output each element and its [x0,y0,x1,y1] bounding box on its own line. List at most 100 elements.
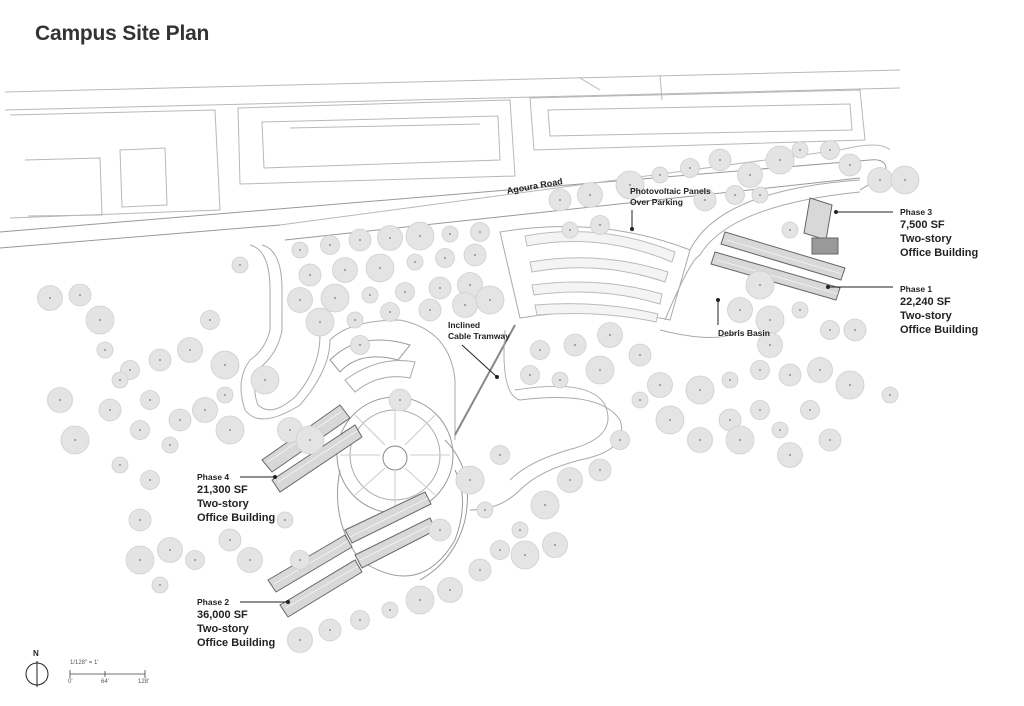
tree-trunk [389,311,391,313]
street-block [4,69,901,111]
tree-trunk [589,194,591,196]
phase-2-building [279,559,363,618]
tree-trunk [344,269,346,271]
tree-trunk [539,349,541,351]
phase-2-type: Two-story [197,623,249,635]
tree-trunk [229,429,231,431]
street-block [9,109,221,219]
east-drive [659,254,741,338]
tramway-line-1: Inclined [448,320,481,330]
street-block [289,123,481,129]
tree-trunk [119,379,121,381]
tree-trunk [299,559,301,561]
tree-trunk [319,321,321,323]
phase-2-use: Office Building [197,637,276,649]
tree-trunk [704,199,706,201]
tree-trunk [74,439,76,441]
phase-3-title: Phase 3 [900,207,933,217]
tree-trunk [734,194,736,196]
tree-trunk [759,194,761,196]
tree-trunk [524,554,526,556]
scale-tick-64: 64' [101,679,109,685]
tree-trunk [404,291,406,293]
tree-trunk [849,164,851,166]
tree-trunk [129,369,131,371]
tree-trunk [359,239,361,241]
tree-trunk [249,559,251,561]
tree-trunk [239,264,241,266]
tree-trunk [554,544,556,546]
tree-trunk [209,319,211,321]
tree-trunk [849,384,851,386]
tree-trunk [499,454,501,456]
tramway-line-2: Cable Tramway [448,331,510,341]
page-title: Campus Site Plan [35,22,210,45]
agoura-road-edge [279,144,891,226]
tree-trunk [224,394,226,396]
phase-4-type: Two-story [197,498,249,510]
tree-trunk [169,549,171,551]
parking-row [529,257,669,283]
tree-trunk [329,244,331,246]
tree-trunk [449,233,451,235]
tree-trunk [669,419,671,421]
tree-trunk [479,231,481,233]
tree-trunk [149,399,151,401]
scale-ratio: 1/128" = 1' [70,660,99,666]
tree-trunk [264,379,266,381]
leader-tramway [461,344,498,378]
photovoltaic-line-1: Photovoltaic Panels [630,186,711,196]
phase-3-use: Office Building [900,247,979,259]
phase-3-annex [811,237,839,255]
tree-trunk [479,569,481,571]
tree-trunk [439,529,441,531]
tree-trunk [719,159,721,161]
tree-trunk [179,419,181,421]
walking-path [509,385,609,481]
tree-trunk [309,274,311,276]
phase-2-label: Phase 2 36,000 SF Two-story Office Build… [197,597,275,650]
street-block [547,103,853,137]
tree-trunk [739,309,741,311]
tree-trunk [139,429,141,431]
tree-trunk [149,479,151,481]
tree-canopy [37,140,920,653]
tree-trunk [169,444,171,446]
tree-trunk [369,294,371,296]
tree-trunk [224,364,226,366]
tree-trunk [389,237,391,239]
tree-trunk [289,429,291,431]
tree-trunk [809,409,811,411]
tree-trunk [334,297,336,299]
tree-trunk [779,159,781,161]
phase-1-title: Phase 1 [900,284,933,294]
tree-trunk [819,369,821,371]
tree-trunk [309,439,311,441]
tree-trunk [759,409,761,411]
phase-1-type: Two-story [900,310,952,322]
phase-4-use: Office Building [197,512,276,524]
phase-4-title: Phase 4 [197,472,230,482]
tree-trunk [629,184,631,186]
phase-3-type: Two-story [900,233,952,245]
tree-trunk [889,394,891,396]
tree-trunk [499,549,501,551]
tree-trunk [139,519,141,521]
tree-trunk [419,599,421,601]
phase-1-building [720,231,846,281]
phase-2-area: 36,000 SF [197,609,248,621]
plaza-fountain [382,445,408,471]
phase-3-label: Phase 3 7,500 SF Two-story Office Buildi… [900,207,978,260]
tree-trunk [469,284,471,286]
tree-trunk [299,299,301,301]
tree-trunk [769,344,771,346]
street-block [119,147,168,208]
tree-trunk [229,539,231,541]
tree-trunk [359,344,361,346]
curved-wall [337,469,463,577]
tree-trunk [399,399,401,401]
tree-trunk [449,589,451,591]
phase-1-area: 22,240 SF [900,296,951,308]
street-block [579,74,663,101]
phase-2-title: Phase 2 [197,597,230,607]
